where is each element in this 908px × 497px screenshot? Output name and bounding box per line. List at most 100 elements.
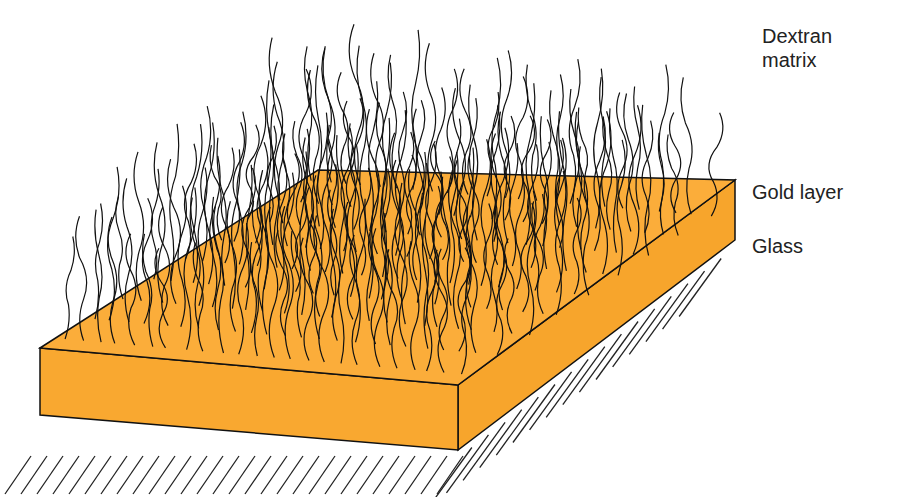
dextran-strand (442, 177, 451, 306)
dextran-strand (134, 152, 144, 301)
dextran-strand (238, 223, 249, 354)
dextran-strand (108, 217, 117, 343)
glass-stroke (229, 456, 255, 494)
dextran-strand (458, 248, 470, 352)
glass-stroke (261, 456, 287, 494)
glass-stroke (117, 456, 143, 494)
dextran-strands (65, 24, 723, 374)
dextran-strand (427, 251, 438, 372)
dextran-strand (267, 126, 276, 222)
dextran-strand (232, 149, 241, 308)
glass-stroke (389, 456, 415, 494)
glass-stroke (405, 456, 431, 494)
glass-stroke (357, 456, 383, 494)
dextran-strand (372, 228, 384, 366)
dextran-strand (600, 111, 611, 274)
dextran-strand (266, 207, 278, 358)
dextran-strand (556, 171, 566, 315)
dextran-strand (681, 77, 692, 214)
glass-stroke (373, 456, 399, 494)
dextran-strand (293, 121, 302, 225)
dextran-strand (516, 178, 525, 289)
dextran-strand (369, 228, 380, 344)
dextran-strand (578, 146, 589, 295)
glass-stroke (309, 456, 335, 494)
dextran-strand (555, 138, 567, 293)
dextran-strand (281, 206, 293, 359)
dextran-strand (395, 211, 407, 347)
dextran-strand (395, 110, 406, 256)
dextran-strand (617, 140, 625, 276)
dextran-strand (420, 193, 429, 349)
glass-stroke (133, 456, 159, 494)
dextran-strand (300, 152, 307, 315)
dextran-strand (287, 154, 299, 269)
glass-stroke (101, 456, 127, 494)
dextran-strand (337, 72, 348, 183)
part-label: Dextran matrix (762, 24, 872, 72)
dextran-strand (366, 109, 379, 254)
dextran-strand (409, 241, 419, 370)
glass-stroke (69, 456, 95, 494)
glass-stroke (21, 456, 47, 494)
dextran-strand (497, 251, 507, 354)
dextran-strand (532, 201, 544, 313)
dextran-strand (193, 243, 203, 352)
dextran-strand (259, 170, 269, 334)
glass-stroke (293, 456, 319, 494)
dextran-strand (65, 237, 74, 340)
dextran-strand (527, 191, 536, 336)
dextran-strand (438, 249, 448, 350)
dextran-strand (509, 143, 518, 266)
dextran-strand (409, 169, 419, 280)
dextran-strand (491, 224, 497, 332)
glass-stroke (181, 456, 207, 494)
dextran-strand (356, 207, 366, 342)
part-label: Gold layer (752, 180, 892, 204)
glass-stroke (165, 456, 191, 494)
dextran-strand (594, 116, 605, 251)
dextran-strand (576, 122, 587, 273)
dextran-strand (155, 248, 167, 348)
glass-stroke (149, 456, 175, 494)
dextran-strand (273, 62, 284, 223)
dextran-strand (658, 133, 664, 235)
glass-stroke (341, 456, 367, 494)
dextran-strand (670, 113, 681, 213)
dextran-strand (336, 135, 344, 273)
dextran-strand (617, 93, 627, 209)
dextran-strand (526, 83, 535, 244)
dextran-strand (413, 109, 424, 236)
glass-stroke (37, 456, 63, 494)
glass-stroke (325, 456, 351, 494)
dextran-strand (516, 76, 528, 199)
dextran-strand (466, 216, 477, 353)
dextran-strand (159, 207, 170, 325)
dextran-strand (339, 213, 347, 364)
dextran-strand (575, 112, 582, 250)
dextran-strand (357, 46, 366, 208)
dextran-strand (330, 209, 340, 341)
dextran-strand (481, 139, 490, 286)
dextran-strand (460, 181, 472, 330)
dextran-strand (212, 197, 223, 353)
dextran-strand (210, 145, 222, 240)
dextran-strand (351, 98, 364, 229)
dextran-strand (629, 105, 641, 254)
dextran-strand (277, 158, 286, 291)
dextran-strand (350, 235, 360, 365)
dextran-strand (573, 198, 581, 294)
glass-stroke (277, 456, 303, 494)
dextran-strand (108, 167, 119, 320)
glass-stroke (197, 456, 223, 494)
glass-stroke (245, 456, 271, 494)
dextran-strand (667, 135, 678, 236)
dextran-strand (178, 186, 186, 327)
dextran-strand (168, 159, 181, 304)
dextran-strand (322, 139, 332, 272)
dextran-strand (540, 116, 548, 269)
dextran-strand (254, 96, 266, 244)
dextran-strand (143, 234, 153, 347)
glass-stroke (53, 456, 79, 494)
dextran-strand (126, 234, 136, 345)
